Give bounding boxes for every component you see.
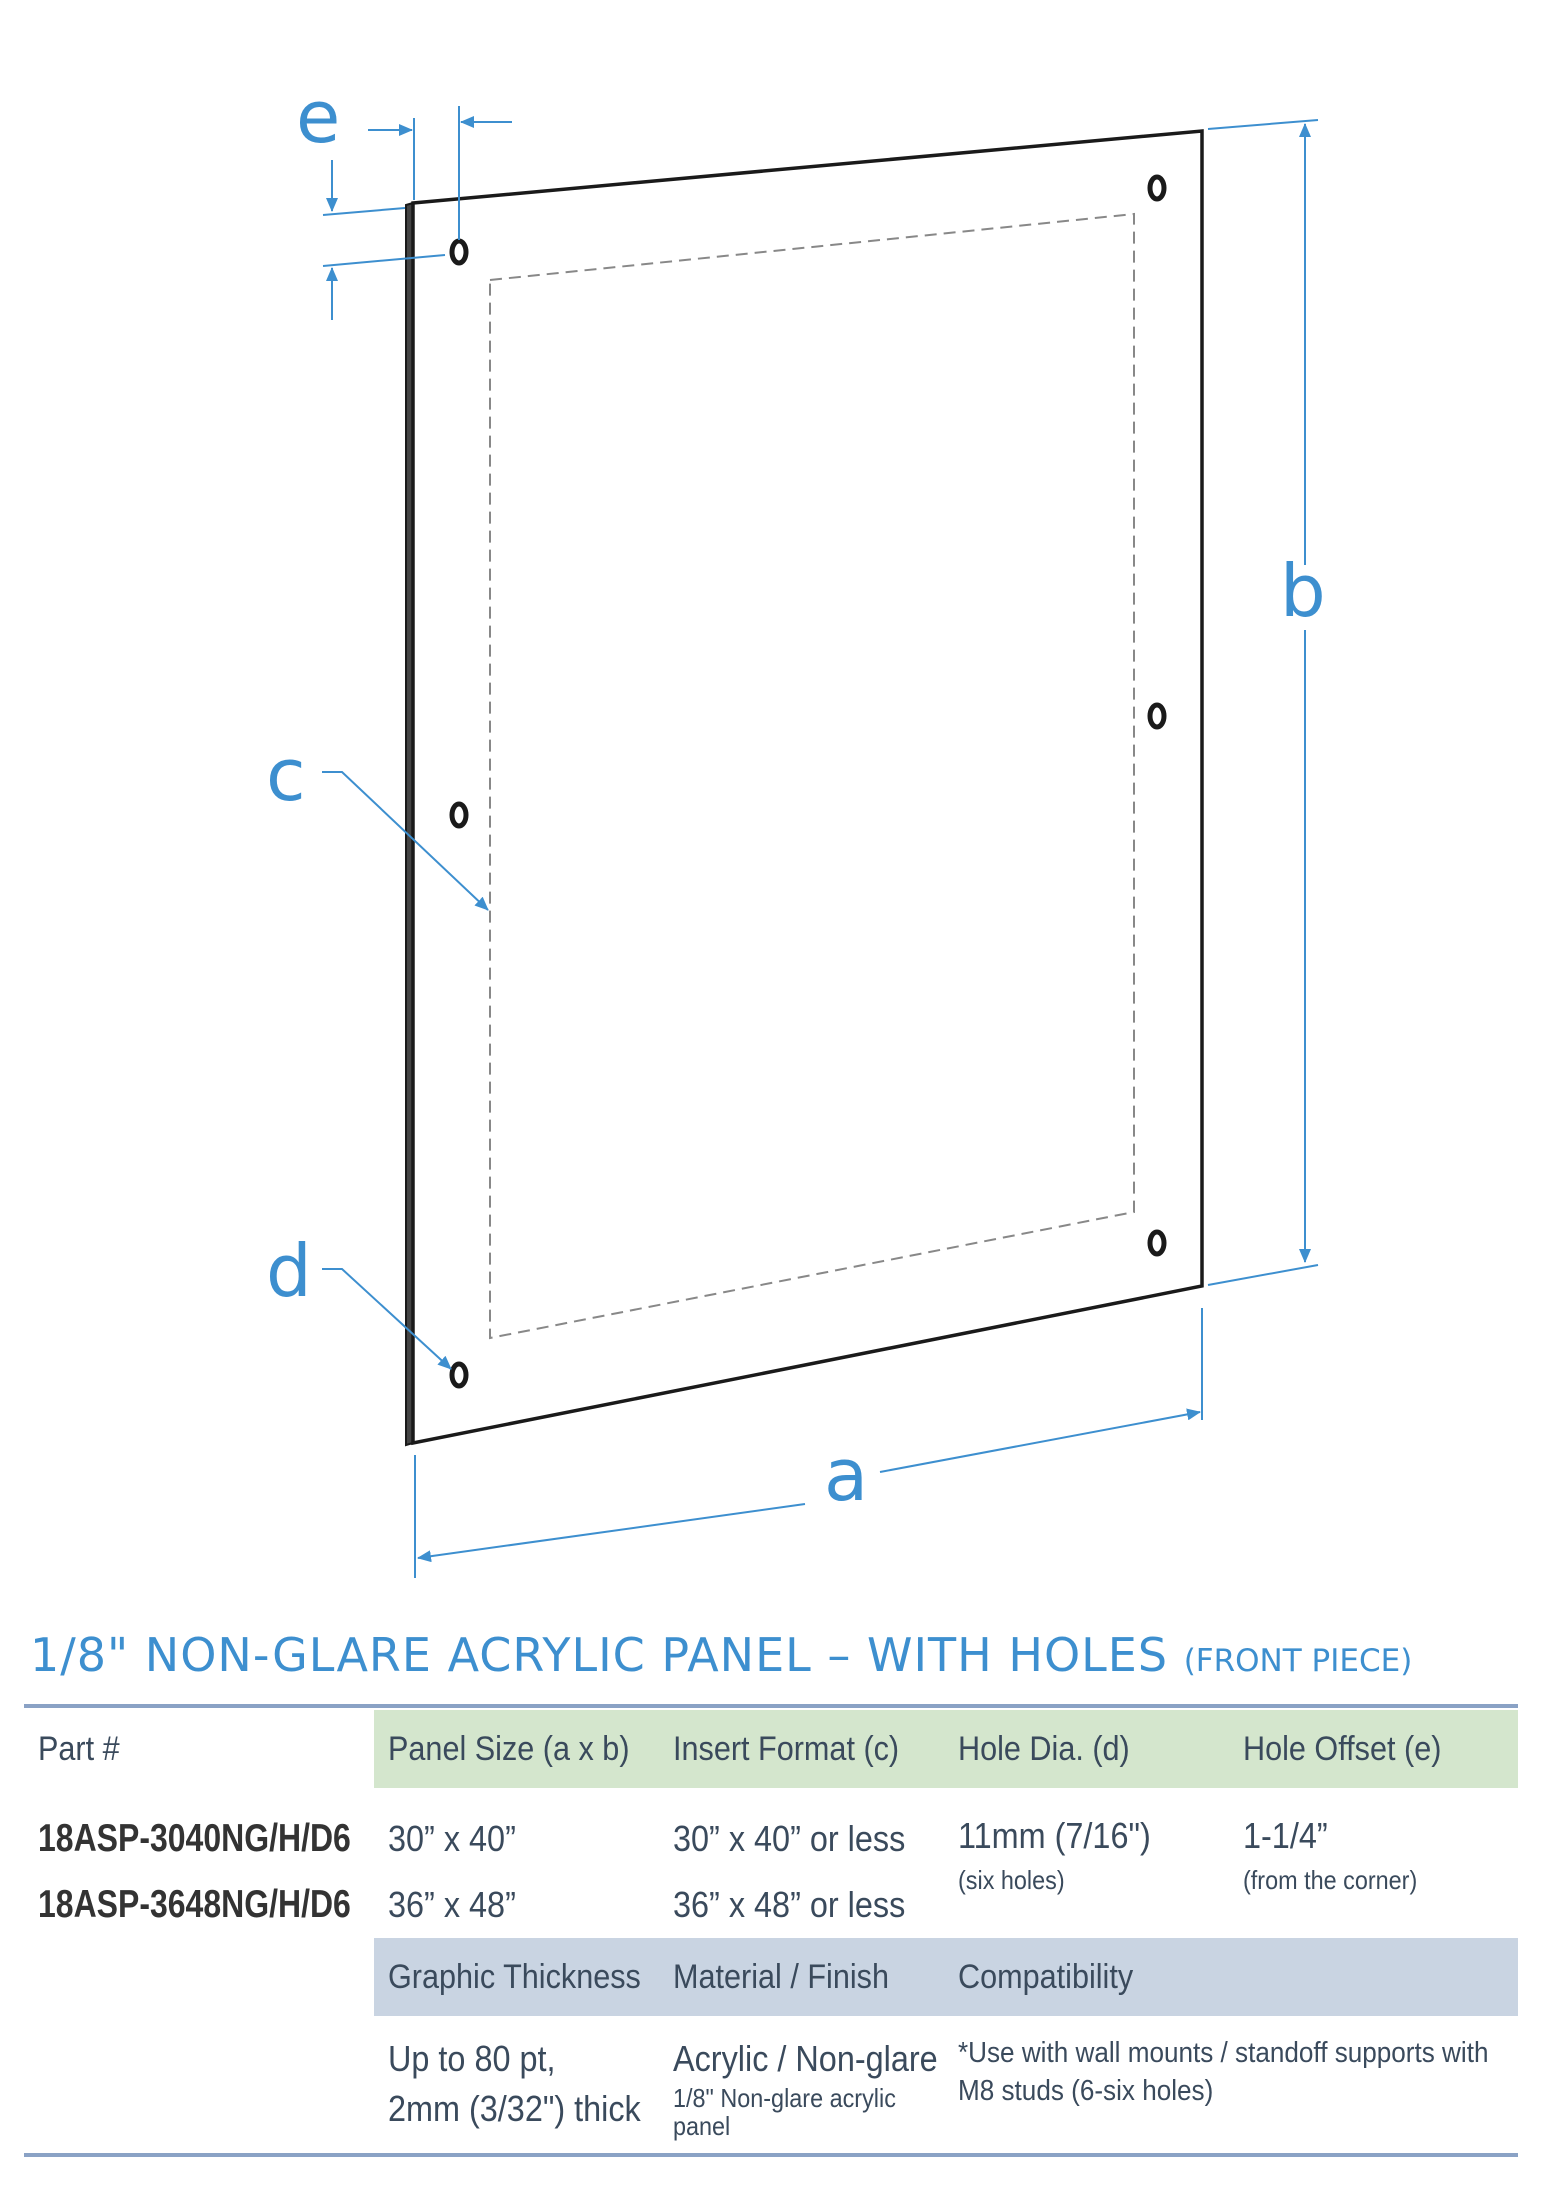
- hole-dia-note: (six holes): [958, 1865, 1065, 1895]
- insert-format-value: 36” x 48” or less: [673, 1884, 906, 1925]
- material-cell: Acrylic / Non-glare 1/8" Non-glare acryl…: [659, 2016, 944, 2158]
- dimension-a-arrow-left: [417, 1503, 806, 1563]
- graphic-thickness-value: Up to 80 pt,: [388, 2038, 556, 2079]
- header-panel-size: Panel Size (a x b): [374, 1710, 659, 1788]
- part-header-cell: Part #: [24, 1710, 374, 1788]
- hole-middle-right: [1147, 702, 1167, 730]
- panel-outline: [411, 129, 1204, 1446]
- header-compatibility: Compatibility: [944, 1938, 1518, 2016]
- part-number: 18ASP-3040NG/H/D6: [38, 1817, 351, 1860]
- leader-c: [322, 771, 489, 911]
- hole-offset-note: (from the corner): [1243, 1865, 1418, 1895]
- title-suffix: (FRONT PIECE): [1183, 1643, 1413, 1679]
- dimension-e-ext-top: [322, 207, 406, 216]
- compatibility-text: *Use with wall mounts / standoff support…: [958, 2037, 1489, 2069]
- dimension-label-a: a: [824, 1433, 868, 1517]
- dimension-a-arrow-right: [879, 1408, 1201, 1473]
- insert-area-outline: [489, 212, 1135, 1340]
- hole-bottom-right: [1147, 1229, 1167, 1257]
- header-panel-size-label: Panel Size (a x b): [388, 1730, 630, 1768]
- header-insert-format-label: Insert Format (c): [673, 1730, 900, 1768]
- hole-offset-value: 1-1/4”: [1243, 1815, 1328, 1856]
- part-number: 18ASP-3648NG/H/D6: [38, 1883, 351, 1926]
- hole-middle-left: [449, 801, 469, 829]
- header-compatibility-label: Compatibility: [958, 1958, 1134, 1996]
- spec-table: Part # Panel Size (a x b) Insert Format …: [24, 1710, 1518, 2158]
- material-note: panel: [673, 2111, 731, 2141]
- panel-diagram: e b c d a: [266, 75, 1326, 1578]
- header-hole-offset: Hole Offset (e): [1229, 1710, 1518, 1788]
- hole-bottom-left: [449, 1361, 469, 1389]
- dimension-b-ext-bottom: [1207, 1264, 1319, 1286]
- header-hole-offset-label: Hole Offset (e): [1243, 1730, 1442, 1768]
- header-graphic-thickness-label: Graphic Thickness: [388, 1958, 641, 1996]
- hole-offset-cell: 1-1/4” (from the corner): [1229, 1788, 1518, 1938]
- panel-size-cell: 30” x 40” 36” x 48”: [374, 1788, 659, 1938]
- dimension-b-ext-top: [1207, 119, 1319, 130]
- header-insert-format: Insert Format (c): [659, 1710, 944, 1788]
- compatibility-cell: *Use with wall mounts / standoff support…: [944, 2016, 1518, 2158]
- dimension-label-d: d: [266, 1229, 312, 1313]
- header-hole-dia: Hole Dia. (d): [944, 1710, 1229, 1788]
- header-hole-dia-label: Hole Dia. (d): [958, 1730, 1130, 1768]
- hole-dia-value: 11mm (7/16"): [958, 1815, 1151, 1856]
- dimension-label-b: b: [1280, 549, 1326, 633]
- product-title: 1/8" NON-GLARE ACRYLIC PANEL – WITH HOLE…: [30, 1628, 1412, 1682]
- insert-format-value: 30” x 40” or less: [673, 1818, 906, 1859]
- hole-dia-cell: 11mm (7/16") (six holes): [944, 1788, 1229, 1938]
- material-value: Acrylic / Non-glare: [673, 2038, 938, 2079]
- insert-format-cell: 30” x 40” or less 36” x 48” or less: [659, 1788, 944, 1938]
- header-graphic-thickness: Graphic Thickness: [374, 1938, 659, 2016]
- hole-top-left: [449, 238, 469, 266]
- panel-size-value: 30” x 40”: [388, 1818, 516, 1859]
- header-material: Material / Finish: [659, 1938, 944, 2016]
- material-note: 1/8" Non-glare acrylic: [673, 2083, 896, 2113]
- part-numbers-cell: 18ASP-3040NG/H/D6 18ASP-3648NG/H/D6: [24, 1788, 374, 2158]
- table-top-rule: [24, 1704, 1518, 1708]
- graphic-thickness-value: 2mm (3/32") thick: [388, 2088, 641, 2129]
- dimension-label-e: e: [296, 75, 340, 159]
- mounting-holes: [449, 174, 1167, 1389]
- title-main: 1/8" NON-GLARE ACRYLIC PANEL – WITH HOLE…: [30, 1628, 1169, 1682]
- dimension-e-ext-bottom: [322, 254, 446, 267]
- graphic-thickness-cell: Up to 80 pt, 2mm (3/32") thick: [374, 2016, 659, 2158]
- panel-size-value: 36” x 48”: [388, 1884, 516, 1925]
- part-header: Part #: [38, 1730, 120, 1768]
- table-bottom-rule: [24, 2153, 1518, 2157]
- compatibility-text: M8 studs (6-six holes): [958, 2075, 1214, 2107]
- dimension-label-c: c: [266, 733, 306, 817]
- hole-top-right: [1147, 174, 1167, 202]
- leader-d: [322, 1268, 452, 1370]
- header-material-label: Material / Finish: [673, 1958, 889, 1996]
